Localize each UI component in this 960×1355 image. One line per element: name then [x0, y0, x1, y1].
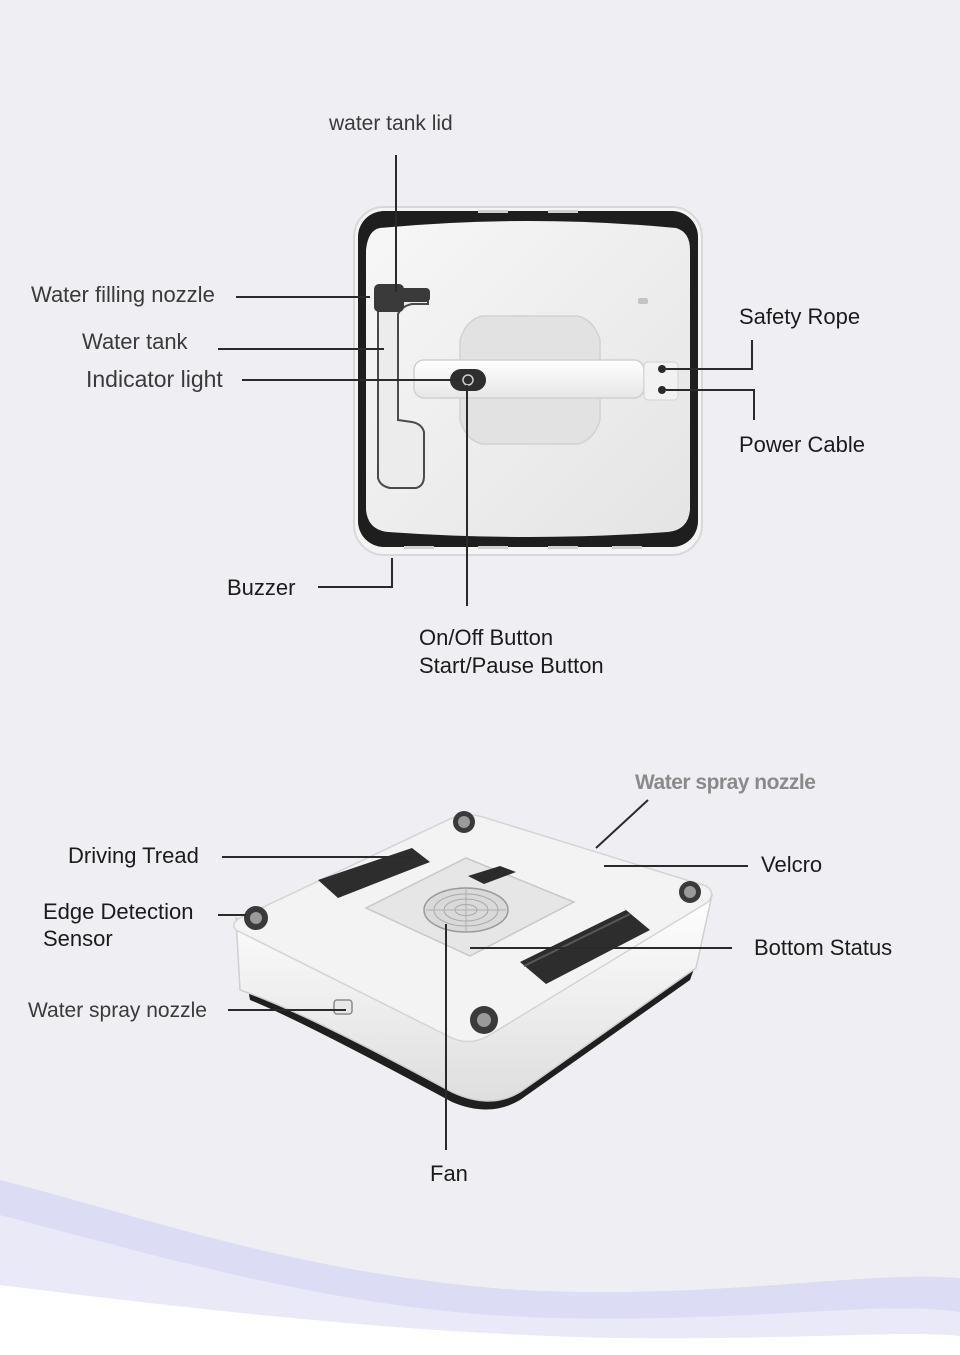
label-buzzer: Buzzer: [227, 575, 296, 600]
label-start-pause-button: Start/Pause Button: [419, 653, 604, 678]
label-water-spray-nozzle-side: Water spray nozzle: [28, 999, 207, 1022]
label-bottom-status: Bottom Status: [754, 935, 893, 960]
robot-bottom-view: [233, 811, 714, 1110]
bottom-view-leader-lines: [218, 799, 748, 1150]
label-velcro: Velcro: [761, 852, 823, 877]
label-edge-detection-sensor-line2: Sensor: [43, 926, 113, 951]
label-on-off-button: On/Off Button: [419, 625, 554, 650]
label-fan: Fan: [430, 1161, 468, 1186]
label-indicator-light: Indicator light: [86, 366, 223, 392]
background-wave: [0, 1180, 960, 1355]
label-edge-detection-sensor-line1: Edge Detection: [43, 899, 194, 924]
label-safety-rope: Safety Rope: [739, 304, 861, 329]
label-water-filling-nozzle: Water filling nozzle: [31, 282, 215, 307]
robot-top-view: [353, 206, 703, 556]
label-power-cable: Power Cable: [739, 432, 865, 457]
label-water-tank: Water tank: [82, 329, 188, 354]
top-view-leader-lines: [218, 155, 755, 606]
label-water-spray-nozzle-top: Water spray nozzle: [635, 771, 816, 794]
label-driving-tread: Driving Tread: [68, 843, 199, 868]
label-water-tank-lid: water tank lid: [329, 112, 453, 135]
